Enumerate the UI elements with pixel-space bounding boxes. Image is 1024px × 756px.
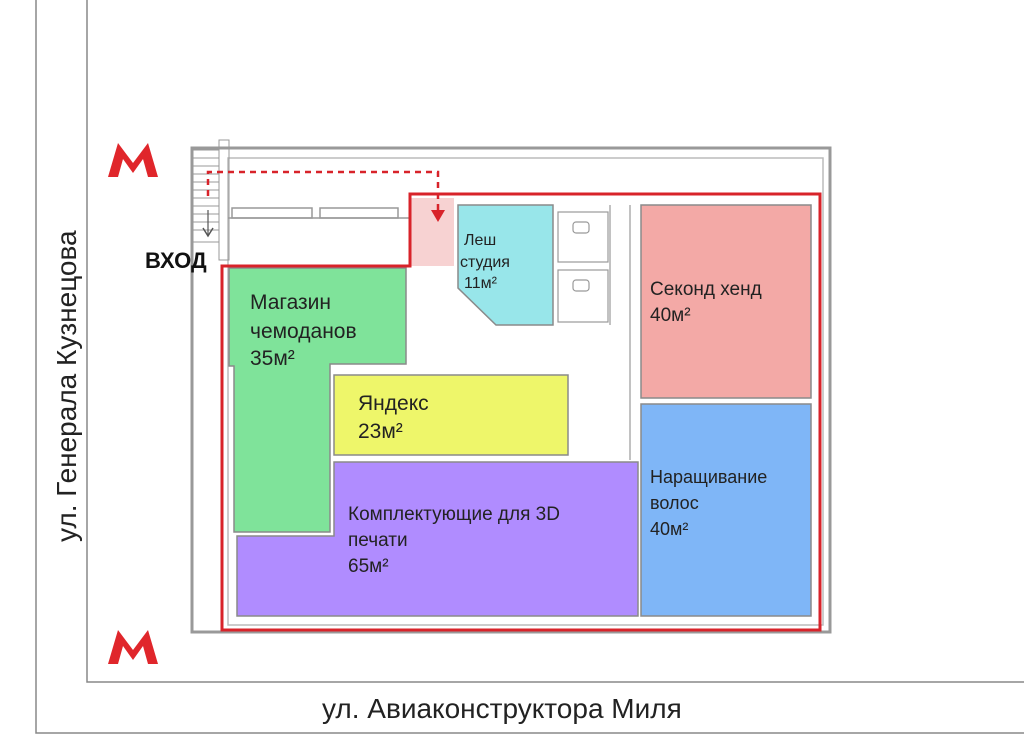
suitcase-shop-name-1: Магазин: [250, 291, 331, 314]
lash-studio-name-1: Леш: [464, 232, 496, 249]
yandex-area: 23м²: [358, 420, 403, 443]
second-hand-area: 40м²: [650, 305, 691, 326]
second-hand-name: Секонд хенд: [650, 279, 762, 300]
building-inner-wall: [227, 157, 824, 626]
room-second-hand: [640, 204, 812, 399]
entrance-label: ВХОД: [145, 248, 207, 273]
suitcase-shop-name-2: чемоданов: [250, 320, 357, 343]
restrooms: [557, 205, 631, 460]
lash-studio-area: 11м²: [464, 275, 498, 292]
stairs: [192, 139, 230, 261]
room-suitcase-shop: [228, 267, 407, 533]
rented-area-boundary: [220, 192, 822, 632]
street-border-inner: [86, 0, 1024, 683]
route-arrow-icon: [431, 210, 445, 222]
entrance-walkway: [410, 198, 454, 266]
parts-3d-name-2: печати: [348, 530, 408, 551]
hair-extension-area: 40м²: [650, 519, 688, 539]
entrance-route: [206, 170, 440, 210]
windows: [228, 207, 410, 219]
lash-studio-name-2: студия: [460, 254, 510, 271]
room-3d-parts: [236, 461, 639, 617]
yandex-name: Яндекс: [358, 392, 429, 415]
metro-m-icon: [108, 630, 158, 664]
room-yandex: [333, 374, 569, 456]
hair-extension-name-2: волос: [650, 493, 699, 513]
parts-3d-area: 65м²: [348, 556, 389, 577]
metro-m-icon: [108, 143, 158, 177]
street-bottom-label: ул. Авиаконструктора Миля: [322, 693, 682, 724]
hair-extension-name-1: Наращивание: [650, 467, 767, 487]
parts-3d-name-1: Комплектующие для 3D: [348, 504, 560, 525]
street-border: [35, 0, 1024, 734]
room-hair-extension: [640, 403, 812, 617]
suitcase-shop-area: 35м²: [250, 347, 295, 370]
room-lash-studio: [457, 204, 554, 326]
street-left-label: ул. Генерала Кузнецова: [51, 230, 82, 542]
